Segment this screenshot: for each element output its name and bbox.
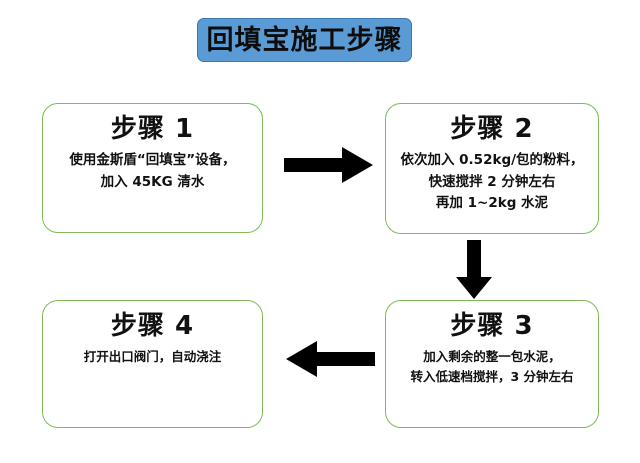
step-3-line-1: 加入剩余的整一包水泥， [423, 348, 561, 364]
step-3-body: 加入剩余的整一包水泥， 转入低速档搅拌，3 分钟左右 [386, 347, 598, 388]
step-2-line-1: 依次加入 0.52kg/包的粉料， [400, 151, 584, 168]
step-3-line-2: 转入低速档搅拌，3 分钟左右 [410, 368, 574, 384]
step-2-line-2: 快速搅拌 2 分钟左右 [428, 173, 556, 190]
step-box-1: 步骤 1 使用金斯盾“回填宝”设备， 加入 45KG 清水 [42, 103, 263, 233]
step-1-heading: 步骤 1 [110, 114, 195, 144]
arrow-right-icon [284, 146, 374, 184]
step-box-2: 步骤 2 依次加入 0.52kg/包的粉料， 快速搅拌 2 分钟左右 再加 1~… [385, 103, 599, 234]
step-2-line-3: 再加 1~2kg 水泥 [435, 195, 549, 212]
step-3-heading: 步骤 3 [450, 311, 534, 341]
step-1-line-1: 使用金斯盾“回填宝”设备， [69, 151, 236, 168]
step-4-body: 打开出口阀门，自动浇注 [43, 347, 262, 367]
arrow-down-icon [455, 240, 493, 300]
step-2-body: 依次加入 0.52kg/包的粉料， 快速搅拌 2 分钟左右 再加 1~2kg 水… [386, 150, 598, 216]
step-4-line-1: 打开出口阀门，自动浇注 [83, 348, 222, 364]
step-2-heading: 步骤 2 [450, 114, 534, 144]
step-box-3: 步骤 3 加入剩余的整一包水泥， 转入低速档搅拌，3 分钟左右 [385, 300, 599, 428]
diagram-title-banner: 回填宝施工步骤 [197, 18, 412, 62]
step-4-heading: 步骤 4 [110, 311, 195, 341]
step-box-4: 步骤 4 打开出口阀门，自动浇注 [42, 300, 263, 428]
diagram-title-text: 回填宝施工步骤 [206, 24, 403, 56]
arrow-left-icon [285, 340, 375, 378]
step-1-line-2: 加入 45KG 清水 [100, 173, 205, 190]
step-1-body: 使用金斯盾“回填宝”设备， 加入 45KG 清水 [43, 150, 262, 194]
